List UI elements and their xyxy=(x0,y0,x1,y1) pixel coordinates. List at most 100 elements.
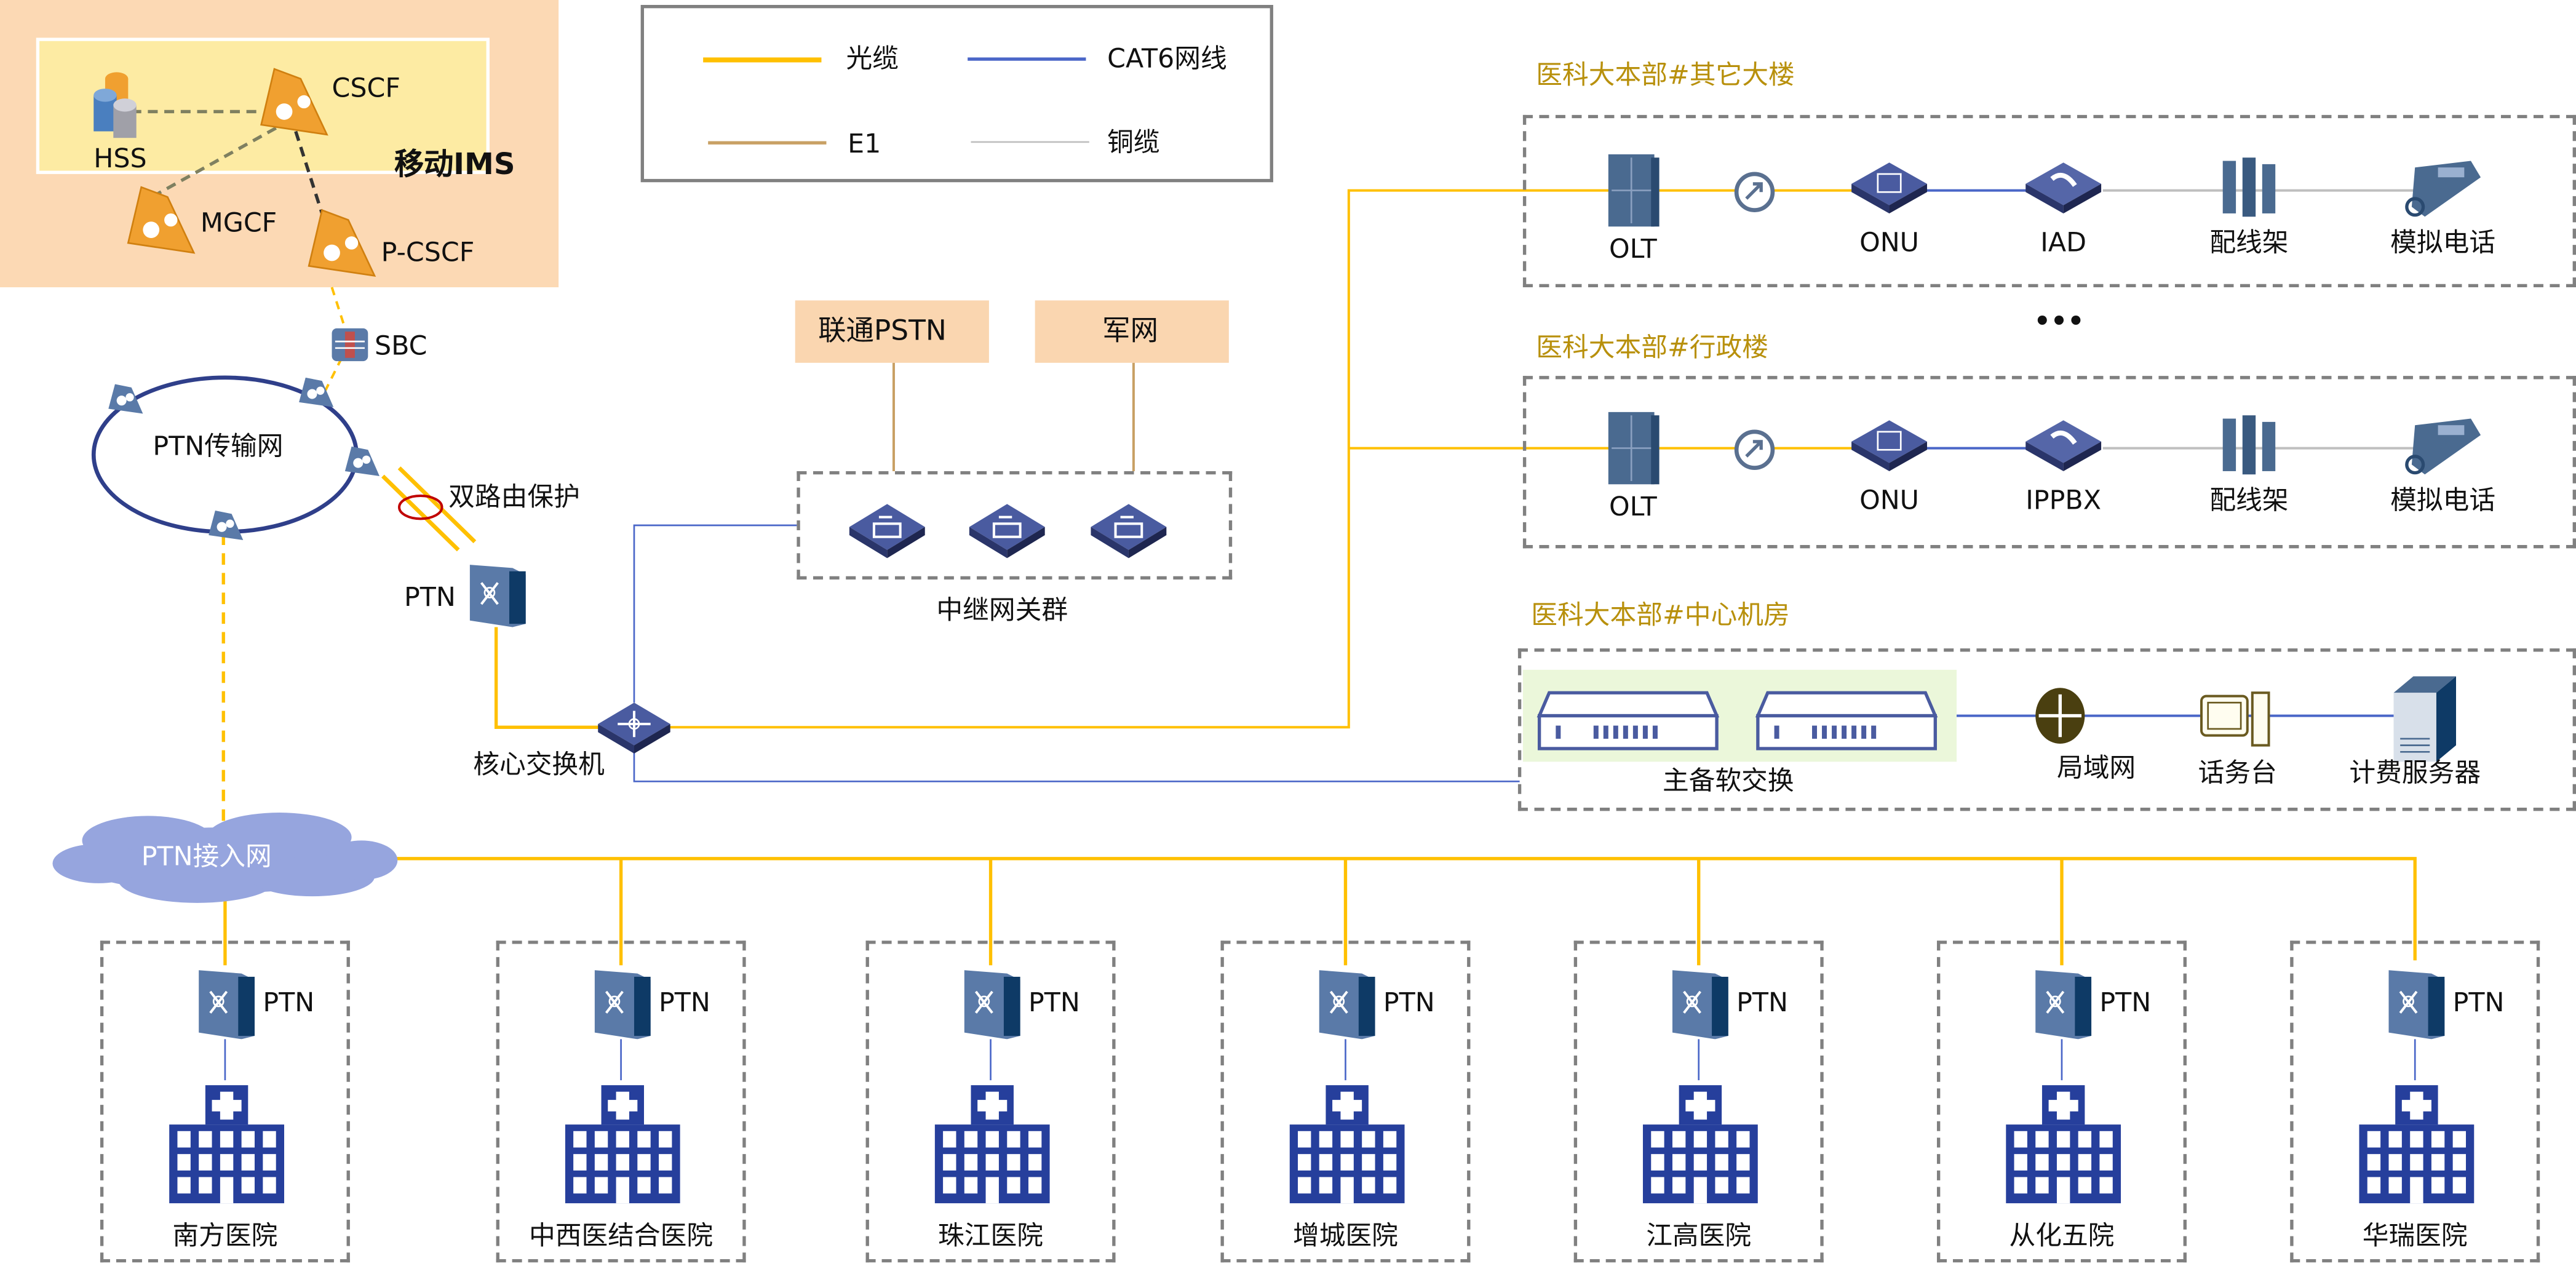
legend-swatch-cat6 xyxy=(968,57,1086,61)
link-cscf-mgcf xyxy=(157,126,277,196)
ptn-device-icon xyxy=(196,964,258,1046)
building-box xyxy=(1522,114,2576,288)
trunk-gateway-icon xyxy=(966,501,1048,567)
optical-splitter-icon xyxy=(1733,171,1776,220)
dual-route-line-a xyxy=(381,474,460,552)
softswitch-backup-icon xyxy=(1755,690,1939,758)
billing-server-label: 计费服务器 xyxy=(2349,757,2481,789)
billing-server-icon xyxy=(2390,673,2459,768)
dual-route-line-b xyxy=(397,466,477,544)
hospital-box xyxy=(1936,941,2187,1263)
hospital-building-icon xyxy=(2006,1085,2121,1210)
more-buildings-ellipsis: ••• xyxy=(2033,305,2085,337)
link-core-gateway xyxy=(633,524,797,703)
softswitch-primary-icon xyxy=(1536,690,1720,758)
sbc-firewall-icon xyxy=(330,325,370,371)
mgcf-server-icon xyxy=(122,184,197,263)
link-pcscf-sbc xyxy=(330,287,346,329)
ptn-label: PTN xyxy=(659,986,710,1018)
ring-node-icon xyxy=(105,383,145,422)
ptn-device-icon xyxy=(1669,964,1731,1046)
ims-title: 移动IMS xyxy=(394,148,515,183)
lan-label: 局域网 xyxy=(2056,752,2136,784)
hospital-box xyxy=(865,941,1116,1263)
ptn-device-icon xyxy=(2385,964,2447,1046)
mgcf-label: MGCF xyxy=(200,207,277,238)
device-label: OLT xyxy=(1609,233,1657,265)
ptn-device-icon xyxy=(467,558,529,634)
legend-label-copper: 铜缆 xyxy=(1107,126,1160,158)
device-label: OLT xyxy=(1609,490,1657,522)
military-net-box xyxy=(1035,300,1229,363)
link-ptn-core xyxy=(494,627,600,729)
console-pc-icon xyxy=(2198,690,2274,755)
ptn-ring-label: PTN传输网 xyxy=(153,430,284,461)
hospital-name: 江高医院 xyxy=(1646,1219,1752,1251)
legend: 光缆 CAT6网线 E1 铜缆 xyxy=(640,5,1273,183)
hospital-box xyxy=(2290,941,2540,1263)
ptn-label: PTN xyxy=(1028,986,1080,1018)
onu-icon xyxy=(1848,159,1931,221)
ring-node-icon xyxy=(296,376,335,415)
legend-label-cat6: CAT6网线 xyxy=(1107,42,1227,74)
pcscf-label: P-CSCF xyxy=(381,236,475,268)
distribution-frame-icon xyxy=(2216,412,2282,484)
analog-phone-icon xyxy=(2402,412,2484,484)
hospital-building-icon xyxy=(1642,1085,1758,1210)
hospital-box xyxy=(1573,941,1824,1263)
hospital-box xyxy=(496,941,746,1263)
ptn-access-cloud-icon xyxy=(49,811,398,912)
hospital-site: PTN 南方医院 xyxy=(100,941,350,1263)
trunk-gateway-icon xyxy=(846,501,929,567)
trunk-gateway-icon xyxy=(1087,501,1170,567)
console-label: 话务台 xyxy=(2198,757,2277,789)
softswitch-label: 主备软交换 xyxy=(1662,765,1794,797)
access-backbone xyxy=(394,857,2417,961)
iad-icon xyxy=(2022,159,2105,221)
building-title: 医科大本部#行政楼 xyxy=(1536,332,1769,363)
ring-node-icon xyxy=(205,509,245,548)
device-label: IPPBX xyxy=(2025,484,2101,516)
cscf-server-icon xyxy=(255,66,330,145)
hospital-box xyxy=(1220,941,1471,1263)
legend-label-e1: E1 xyxy=(848,128,881,159)
hospital-name: 增城医院 xyxy=(1292,1219,1398,1251)
ptn-label: PTN xyxy=(263,986,315,1018)
hospital-building-icon xyxy=(169,1085,285,1210)
hospital-box xyxy=(100,941,350,1263)
device-label: 模拟电话 xyxy=(2390,484,2496,516)
distribution-frame-icon xyxy=(2216,154,2282,226)
center-room-title: 医科大本部#中心机房 xyxy=(1531,599,1790,631)
device-label: ONU xyxy=(1859,484,1919,516)
ptn-label: PTN xyxy=(404,581,456,613)
pstn-label: 联通PSTN xyxy=(818,315,947,348)
legend-label-fiber: 光缆 xyxy=(846,42,899,74)
analog-phone-icon xyxy=(2402,154,2484,226)
hospital-name: 从化五院 xyxy=(2009,1219,2115,1251)
hss-database-icon xyxy=(90,69,140,141)
link-core-buildings xyxy=(665,189,1610,729)
onu-icon xyxy=(1848,417,1931,479)
hss-label: HSS xyxy=(93,143,147,174)
legend-swatch-copper xyxy=(971,141,1089,143)
cscf-label: CSCF xyxy=(332,72,400,104)
ptn-device-icon xyxy=(2032,964,2094,1046)
link-cscf-pcscf xyxy=(294,130,324,214)
hospital-name: 南方医院 xyxy=(172,1219,278,1251)
building-title: 医科大本部#其它大楼 xyxy=(1536,59,1795,90)
hospital-building-icon xyxy=(1289,1085,1405,1210)
ptn-label: PTN xyxy=(1383,986,1435,1018)
device-label: IAD xyxy=(2040,226,2087,258)
link-core-softswitch xyxy=(633,747,1520,782)
ptn-device-icon xyxy=(592,964,654,1046)
device-label: 配线架 xyxy=(2209,226,2289,258)
core-switch-icon xyxy=(595,699,674,762)
ring-node-icon xyxy=(342,445,381,484)
dual-route-label: 双路由保护 xyxy=(448,480,580,512)
hospital-name: 华瑞医院 xyxy=(2362,1219,2468,1251)
